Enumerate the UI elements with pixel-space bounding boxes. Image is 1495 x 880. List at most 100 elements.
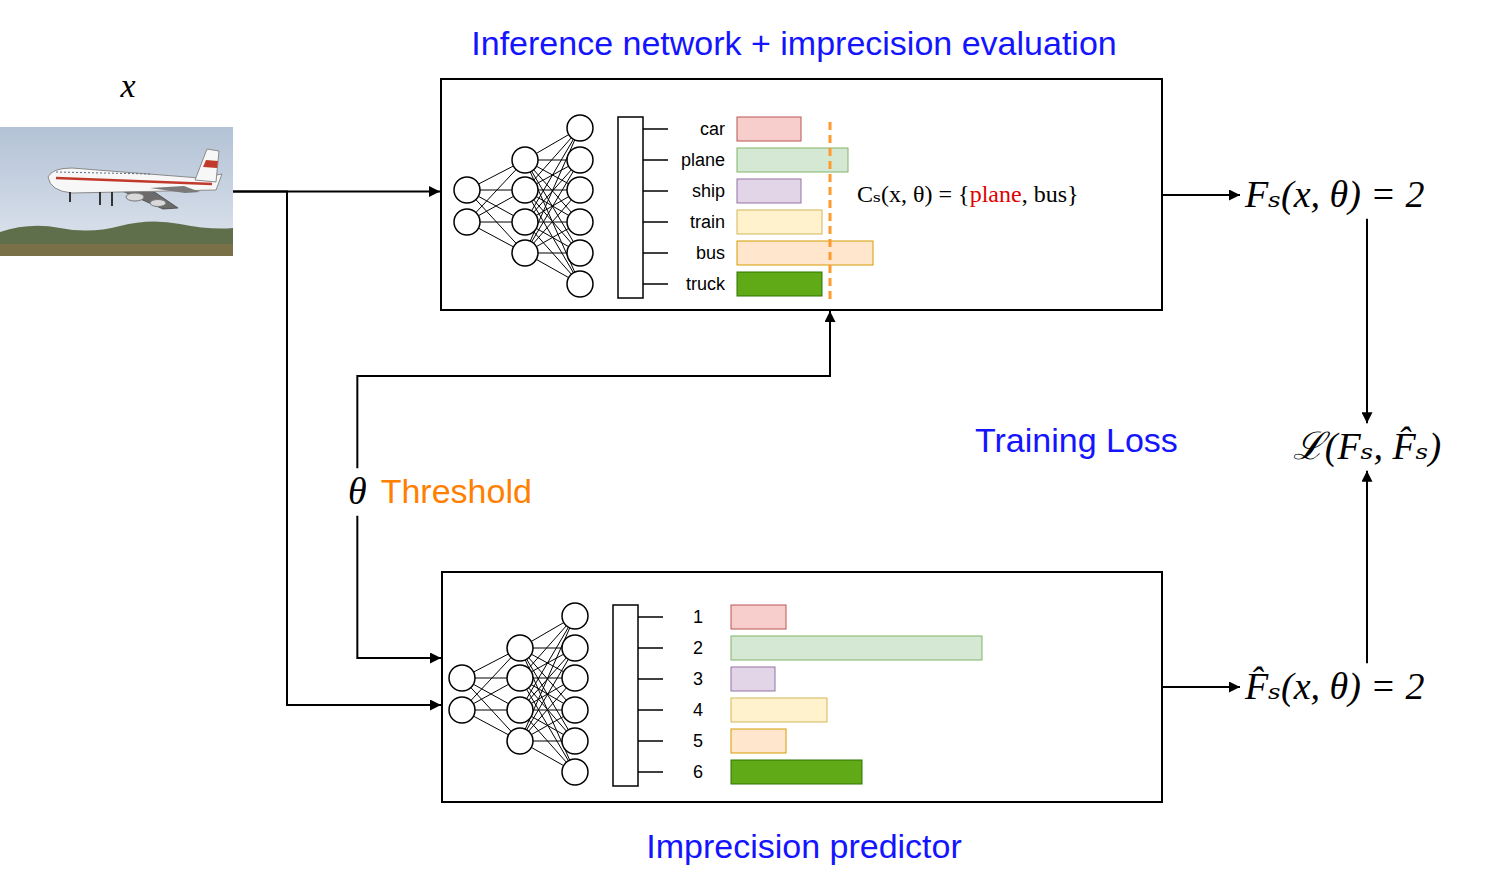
connector-arrow <box>1366 471 1368 663</box>
network-link <box>525 190 580 284</box>
neuron <box>567 115 593 141</box>
plane-stripe <box>56 178 212 184</box>
network-link <box>520 678 575 772</box>
class-label: car <box>700 119 725 140</box>
output-value: Fₛ(x, θ) = 2 <box>1240 171 1430 219</box>
neuron <box>562 697 588 723</box>
connector-arrow <box>233 192 441 706</box>
neuron <box>507 728 533 754</box>
output-layer <box>618 117 643 298</box>
photo-treeline <box>0 221 233 256</box>
score-bar <box>731 729 786 753</box>
neuron <box>562 665 588 691</box>
connector-arrow <box>357 516 441 658</box>
plane-gear <box>70 192 112 206</box>
threshold-label: Threshold <box>381 472 532 511</box>
box-heading: Imprecision predictor <box>646 827 962 866</box>
neuron <box>512 240 538 266</box>
neuron <box>507 665 533 691</box>
neuron <box>562 728 588 754</box>
bar-chart <box>731 605 982 784</box>
score-bar <box>737 210 822 234</box>
input-image: x <box>0 127 233 256</box>
class-label: ship <box>692 181 725 202</box>
class-label: truck <box>686 274 725 295</box>
output-layer <box>613 605 638 786</box>
score-bar <box>731 636 982 660</box>
predictor-box: Imprecision predictor <box>441 571 1163 803</box>
neuron <box>512 147 538 173</box>
class-label: plane <box>681 150 725 171</box>
neuron <box>562 635 588 661</box>
output-line <box>638 616 663 618</box>
connector-arrow <box>1163 686 1240 688</box>
math-expression: F̂ₛ(x, θ) = 2 <box>1245 665 1425 709</box>
score-bar <box>737 272 822 296</box>
score-bar <box>731 760 862 784</box>
formula-part: Cₛ(x, θ) = { <box>857 181 970 207</box>
connector-arrow <box>1366 219 1368 423</box>
neuron <box>567 177 593 203</box>
output-line <box>638 740 663 742</box>
score-bar <box>731 698 827 722</box>
output-line <box>643 128 668 130</box>
neuron <box>512 177 538 203</box>
count-label: 5 <box>693 731 703 752</box>
photo-sky <box>0 127 233 256</box>
set-formula: Cₛ(x, θ) = {plane, bus} <box>857 181 1078 209</box>
formula-highlight: plane <box>970 181 1022 207</box>
output-line <box>638 678 663 680</box>
neuron <box>507 697 533 723</box>
count-label: 3 <box>693 669 703 690</box>
output-line <box>643 159 668 161</box>
threshold-line <box>829 122 832 300</box>
network-link <box>525 160 580 253</box>
network-drawing <box>449 603 663 786</box>
count-label: 1 <box>693 607 703 628</box>
neuron <box>562 603 588 629</box>
neuron <box>567 209 593 235</box>
output-line <box>643 190 668 192</box>
count-label: 6 <box>693 762 703 783</box>
neuron <box>449 697 475 723</box>
photo-ground <box>0 244 233 256</box>
plane-stabilizer <box>150 186 200 193</box>
loss-caption: Training Loss <box>975 421 1178 460</box>
theta-symbol: θ <box>348 470 367 514</box>
output-line <box>638 709 663 711</box>
score-bar <box>737 117 801 141</box>
plane-tail-band <box>203 160 218 168</box>
neuron <box>507 635 533 661</box>
formula-part: , bus} <box>1022 181 1079 207</box>
loss-expression: ℒ(Fₛ, F̂ₛ) <box>1288 423 1446 471</box>
plane-engine <box>150 200 166 207</box>
count-label: 2 <box>693 638 703 659</box>
neuron <box>567 240 593 266</box>
network-link <box>520 648 575 741</box>
neuron <box>567 147 593 173</box>
connector-arrow <box>1163 194 1240 196</box>
class-label: bus <box>696 243 725 264</box>
process-box: Inference network + imprecision evaluati… <box>440 78 1163 311</box>
neuron <box>567 271 593 297</box>
output-line <box>643 252 668 254</box>
input-symbol: x <box>120 66 135 105</box>
neuron <box>512 209 538 235</box>
box-heading: Inference network + imprecision evaluati… <box>471 24 1116 63</box>
threshold-parameter: θ Threshold <box>343 468 537 516</box>
neuron <box>562 759 588 785</box>
class-label: train <box>690 212 725 233</box>
airplane-photo <box>0 127 233 256</box>
score-bar <box>737 241 873 265</box>
bar-chart <box>737 117 873 296</box>
plane-engine <box>126 193 144 201</box>
output-value: F̂ₛ(x, θ) = 2 <box>1240 663 1430 711</box>
math-expression: Fₛ(x, θ) = 2 <box>1245 173 1425 217</box>
output-line <box>638 771 663 773</box>
output-line <box>643 283 668 285</box>
network-link <box>525 128 580 222</box>
